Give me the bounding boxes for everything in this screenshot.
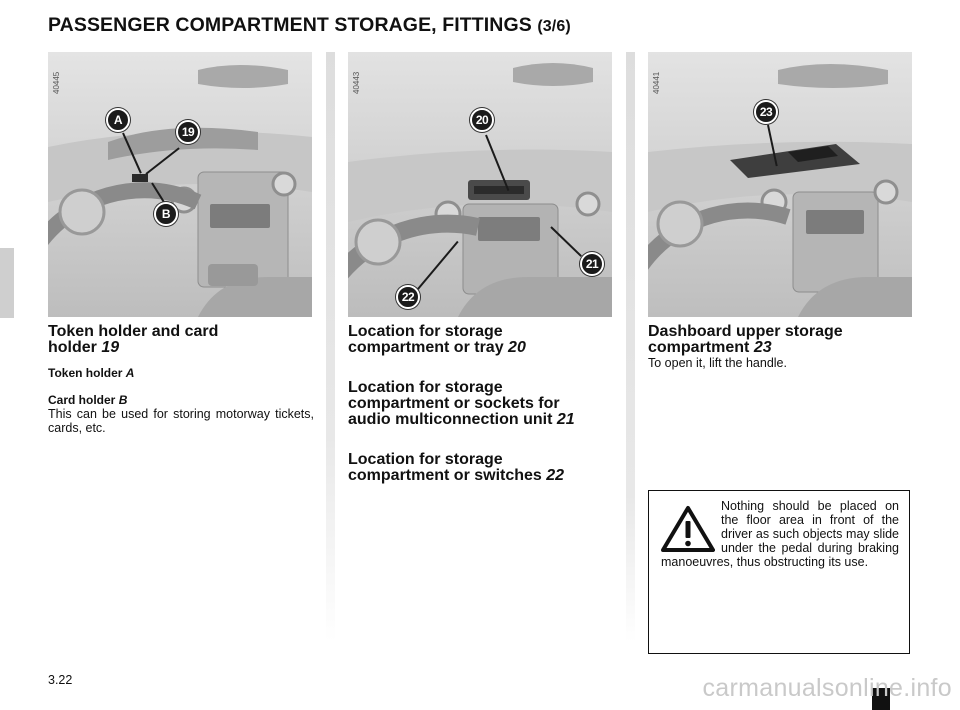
page-corner-mark (872, 688, 890, 710)
page-title: PASSENGER COMPARTMENT STORAGE, FITTINGS … (48, 14, 571, 36)
card-holder-description: This can be used for storing motorway ti… (48, 407, 314, 435)
column-divider (626, 52, 635, 642)
warning-text: Nothing should be placed on the floor ar… (661, 499, 899, 569)
warning-box: Nothing should be placed on the floor ar… (648, 490, 910, 654)
dashboard-photo-upper-compartment: 40441 23 (648, 52, 912, 317)
callout-23: 23 (754, 100, 778, 124)
dashboard-photo-token-holder: 40445 A 19 B (48, 52, 312, 317)
callout-21: 21 (580, 252, 604, 276)
image-reference-number: 40443 (352, 71, 361, 94)
callout-20: 20 (470, 108, 494, 132)
warning-triangle-icon (661, 506, 715, 552)
page-number: 3.22 (48, 673, 73, 687)
image-reference-number: 40441 (652, 71, 661, 94)
token-holder-label: Token holder A (48, 366, 135, 380)
watermark: carmanualsonline.info (702, 674, 952, 702)
dashboard-photo-storage-locations: 40443 20 21 22 (348, 52, 612, 317)
upper-compartment-instruction: To open it, lift the handle. (648, 356, 787, 370)
callout-22: 22 (396, 285, 420, 309)
dashboard-illustration (48, 52, 312, 317)
callout-b: B (154, 202, 178, 226)
callout-a: A (106, 108, 130, 132)
image-reference-number: 40445 (52, 71, 61, 94)
dashboard-illustration (648, 52, 912, 317)
section-tab-marker (0, 248, 14, 318)
card-holder-label: Card holder B (48, 393, 128, 407)
column-divider (326, 52, 335, 642)
dashboard-illustration (348, 52, 612, 317)
callout-19: 19 (176, 120, 200, 144)
